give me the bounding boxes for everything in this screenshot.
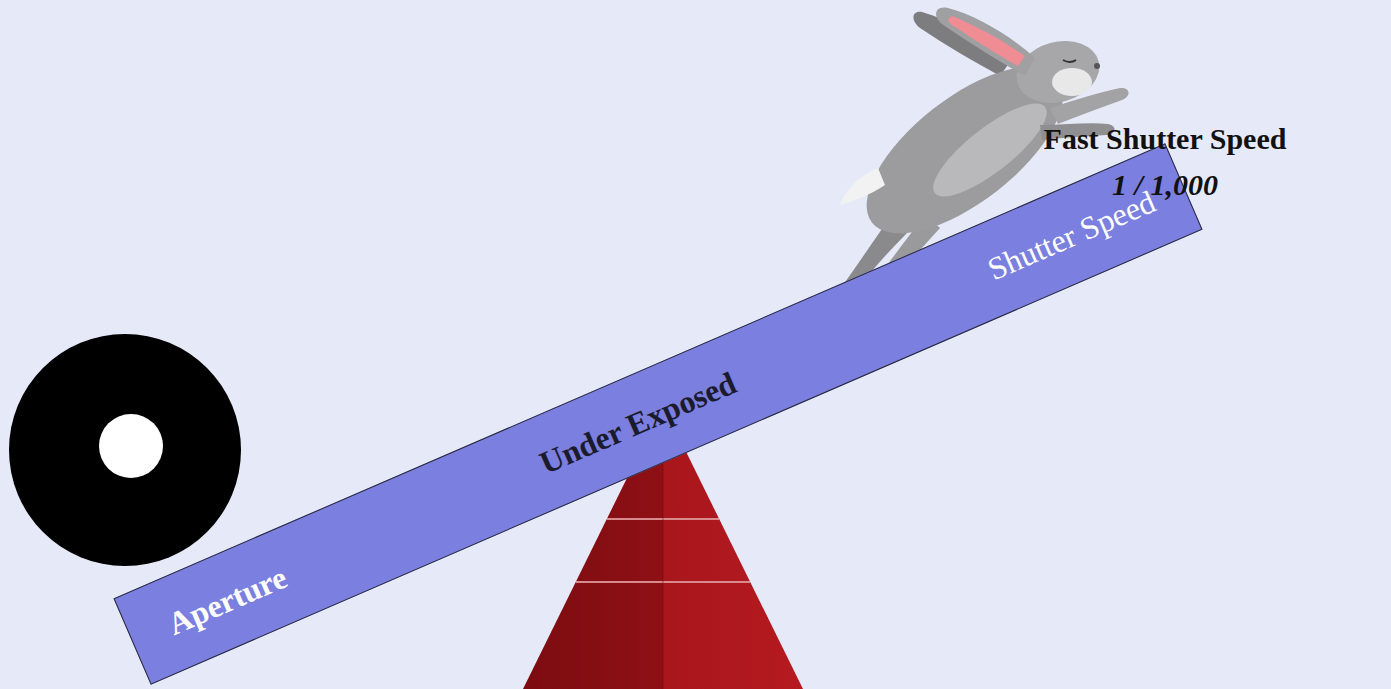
exposure-label: Under Exposed [535,366,741,479]
aperture-symbol [9,334,241,566]
seesaw-bar: ApertureUnder ExposedShutter Speed [113,143,1202,684]
caption-heading: Fast Shutter Speed [1044,122,1287,156]
aperture-label: Aperture [163,561,291,640]
shutter-value: 1 / 1,000 [1112,168,1218,202]
